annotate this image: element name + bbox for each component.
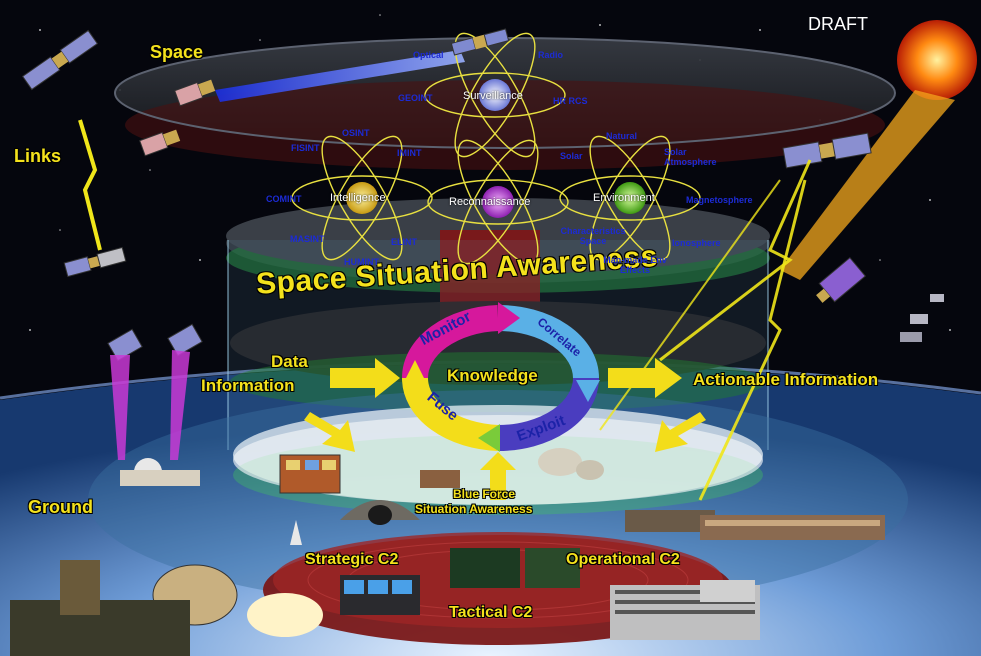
tier-space-label: Space bbox=[150, 42, 204, 62]
atom-reconnaissance bbox=[427, 139, 569, 265]
ground-facilities bbox=[10, 448, 885, 656]
reconnaissance-label: Reconnaissance bbox=[449, 196, 531, 208]
operational-c2-label: Operational C2 bbox=[566, 551, 680, 568]
information-label: Information bbox=[201, 376, 295, 395]
strategic-c2-label: Strategic C2 bbox=[305, 551, 399, 568]
tier-ground-label: Ground bbox=[28, 497, 93, 517]
sublabel-natural: Natural bbox=[606, 131, 638, 141]
environment-label: Environment bbox=[593, 192, 655, 204]
ground-beam bbox=[110, 355, 130, 460]
sublabel-magnetosphere: Magnetosphere bbox=[686, 195, 753, 205]
sublabel-fisint: FISINT bbox=[291, 143, 320, 153]
sublabel-comint: COMINT bbox=[266, 194, 302, 204]
intelligence-label: Intelligence bbox=[330, 192, 386, 204]
sublabel-geoint: GEOINT bbox=[398, 93, 433, 103]
draft-watermark: DRAFT bbox=[808, 14, 868, 34]
surveillance-label: Surveillance bbox=[463, 90, 523, 102]
tier-links-label: Links bbox=[14, 146, 62, 166]
blue-force-label: Blue Force bbox=[453, 487, 516, 501]
sublabel-hr-rcs: HR RCS bbox=[553, 96, 588, 106]
sublabel-radio: Radio bbox=[538, 50, 564, 60]
sublabel-imint: IMINT bbox=[397, 148, 422, 158]
atom-intelligence bbox=[291, 135, 433, 261]
sublabel-man-made: Man-made Env Effects bbox=[603, 255, 667, 275]
atom-surveillance bbox=[424, 32, 566, 158]
sun-icon bbox=[897, 20, 977, 100]
sublabel-humint: HUMINT bbox=[344, 257, 379, 267]
situation-awareness-label: Situation Awareness bbox=[415, 502, 533, 516]
sublabel-elint: ELINT bbox=[391, 237, 417, 247]
link-bolt bbox=[78, 119, 102, 251]
flow-arrows bbox=[304, 358, 706, 500]
sublabel-solar: Solar bbox=[560, 151, 583, 161]
sublabel-osint: OSINT bbox=[342, 128, 370, 138]
sublabel-optical: Optical bbox=[413, 50, 444, 60]
actionable-information-label: Actionable Information bbox=[693, 370, 879, 389]
solar-beam bbox=[780, 90, 955, 280]
sublabel-masint: MASINT bbox=[290, 234, 325, 244]
sublabel-ionosphere: Ionosphere bbox=[672, 238, 721, 248]
atom-environment bbox=[559, 135, 701, 261]
sublabel-solar-atmosphere: Solar Atmosphere bbox=[664, 147, 717, 167]
optical-beam bbox=[215, 50, 465, 102]
satellite-icon bbox=[21, 28, 944, 362]
knowledge-cycle bbox=[401, 302, 600, 452]
tactical-c2-label: Tactical C2 bbox=[449, 604, 533, 621]
knowledge-label: Knowledge bbox=[447, 366, 538, 385]
data-label: Data bbox=[271, 352, 308, 371]
sublabel-characteristics: Characteristics Space bbox=[560, 226, 626, 246]
